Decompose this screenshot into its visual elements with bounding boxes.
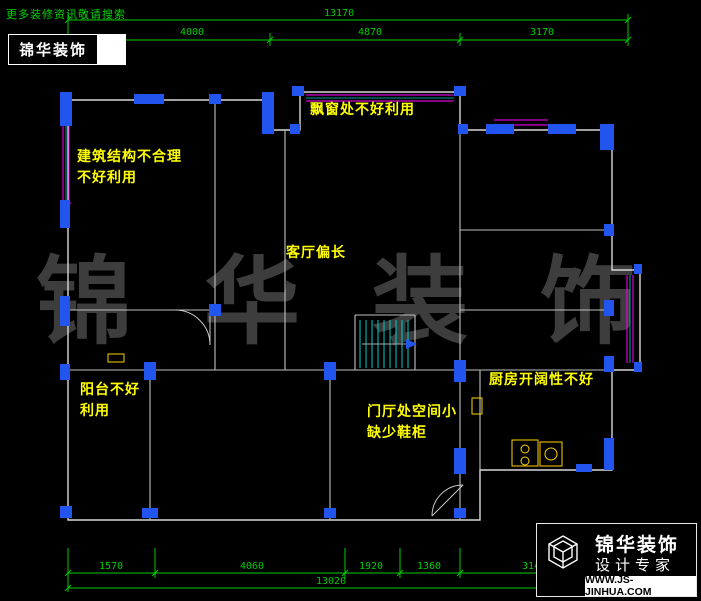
dim-top-total: 13170 <box>324 8 355 19</box>
annotation-living-room: 客厅偏长 <box>286 244 346 260</box>
dim-bottom-seg-2: 4060 <box>240 561 265 572</box>
annotation-structure: 建筑结构不合理 不好利用 <box>77 148 182 185</box>
watermark: 锦华装饰 <box>36 246 701 358</box>
search-icon <box>9 34 127 65</box>
dim-top-seg-1: 4000 <box>180 27 205 38</box>
brand-logo: 锦华装饰 <box>8 34 127 65</box>
promo-text: 更多装修资讯敬请搜索 <box>6 9 126 21</box>
stairs-arrow <box>362 339 417 349</box>
dim-bottom-seg-5: 3140 <box>522 561 547 572</box>
annotation-kitchen: 厨房开阔性不好 <box>489 371 594 387</box>
dim-bottom-seg-1: 1570 <box>99 561 124 572</box>
footer-website: WWW.JS-JINHUA.COM <box>585 574 696 598</box>
dim-top-seg-3: 3170 <box>530 27 555 38</box>
dim-bottom-seg-3: 1920 <box>359 561 384 572</box>
dim-top-seg-2: 4870 <box>358 27 383 38</box>
annotation-entrance: 门厅处空间小 缺少鞋柜 <box>367 403 457 440</box>
door-swings <box>174 309 464 517</box>
footer-brand-box: 锦华装饰 设计专家 WWW.JS-JINHUA.COM <box>536 523 697 598</box>
footer-brand-name: 锦华装饰 <box>595 535 680 556</box>
annotation-bay-window: 飘窗处不好利用 <box>310 101 415 117</box>
annotation-balcony: 阳台不好 利用 <box>80 381 140 418</box>
kitchen-fixtures <box>107 353 563 467</box>
wall-piers <box>60 86 642 518</box>
footer-tagline: 设计专家 <box>595 557 676 574</box>
dim-bottom-seg-4: 1360 <box>417 561 442 572</box>
brand-name: 锦华装饰 <box>8 34 99 65</box>
dim-bottom-total: 13020 <box>316 576 347 587</box>
window-lines <box>61 94 634 363</box>
